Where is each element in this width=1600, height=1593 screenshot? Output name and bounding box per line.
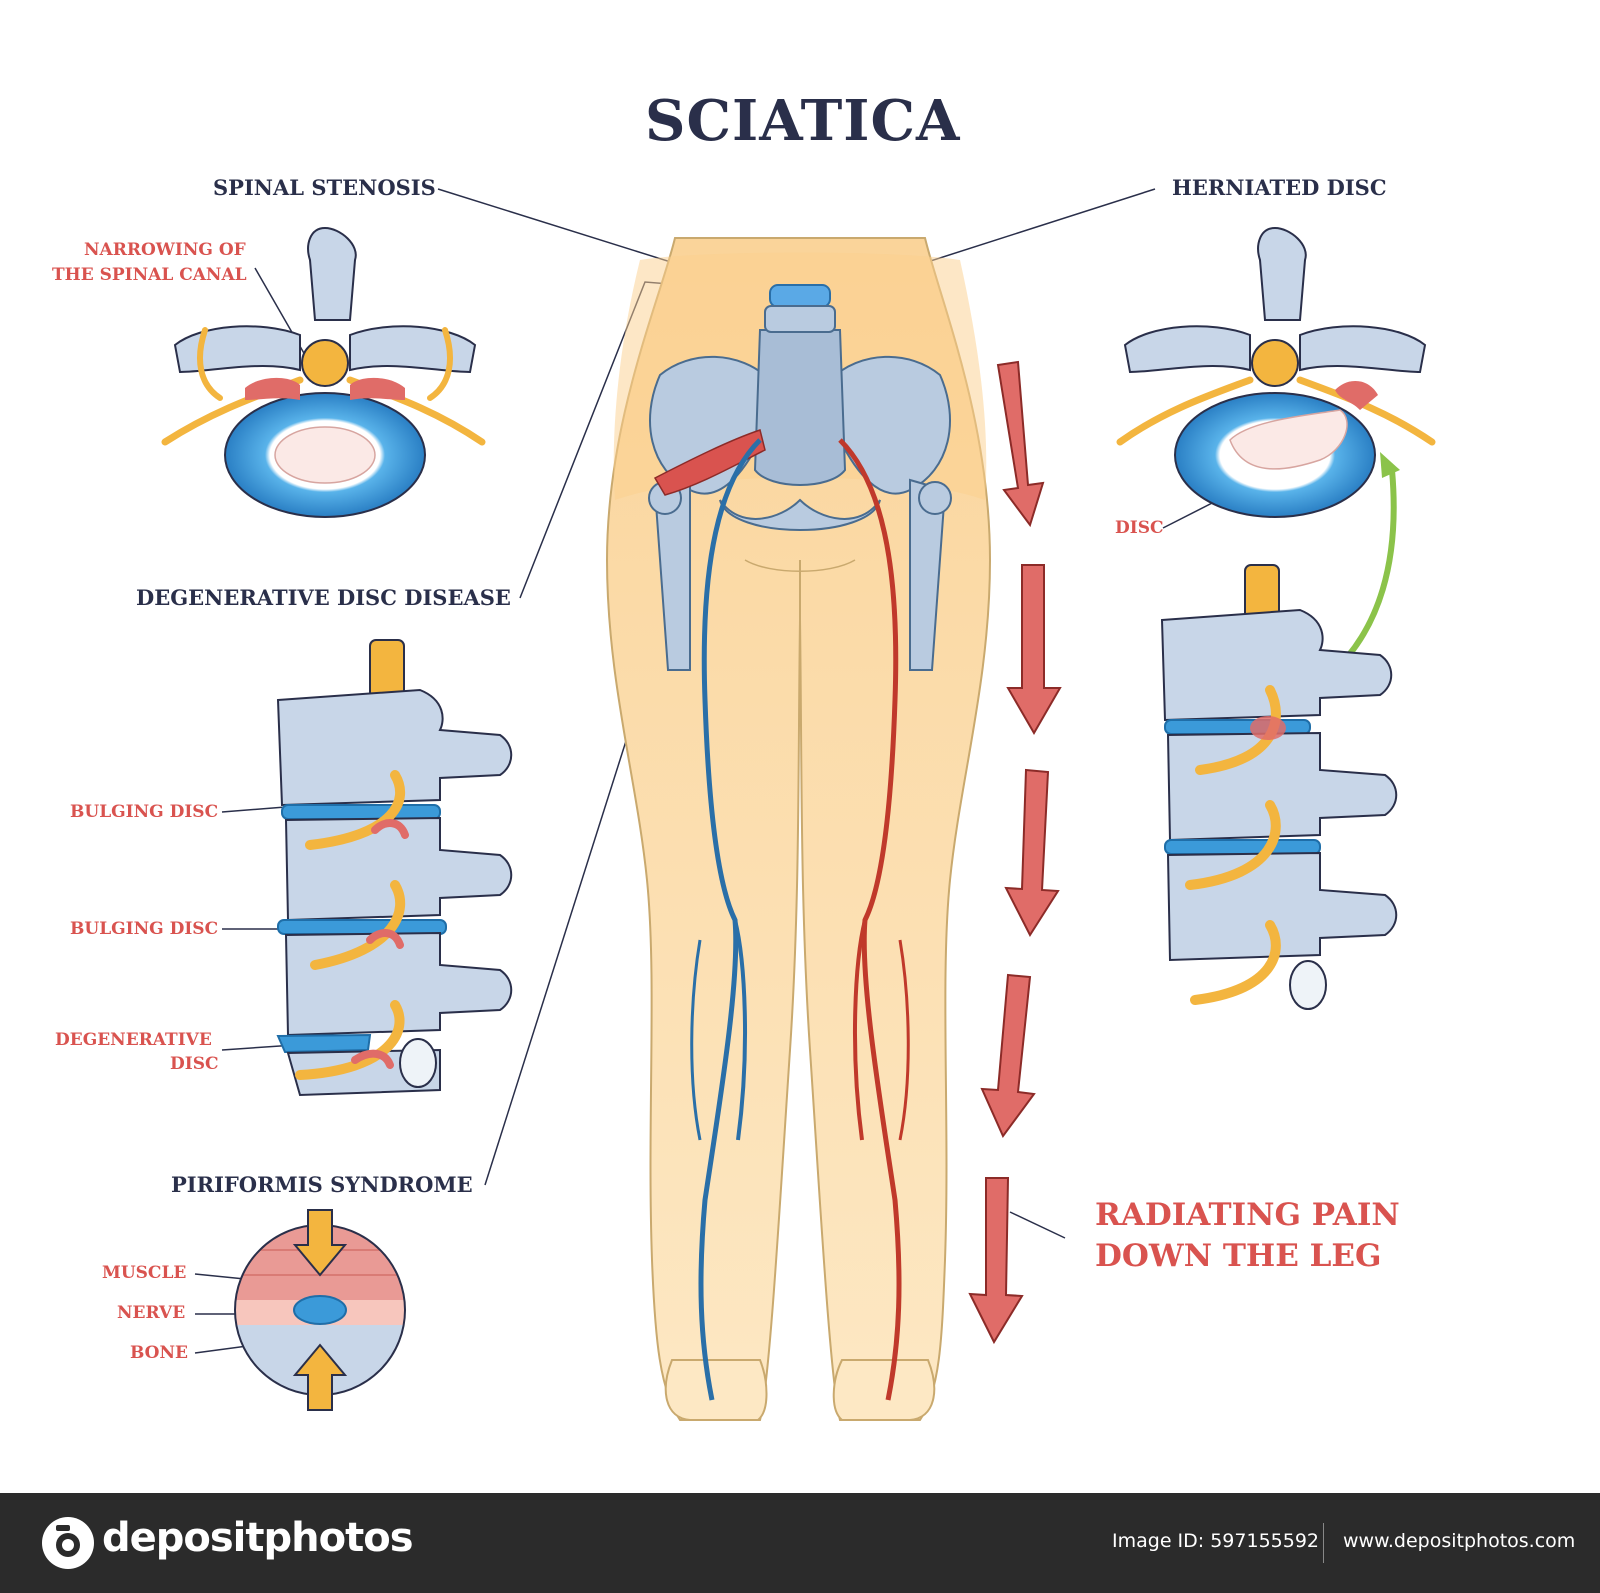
spinal-stenosis-vertebra [161, 226, 486, 518]
brand-name: depositphotos [102, 1515, 414, 1561]
footer-bar: depositphotos Image ID: 597155592 www.de… [0, 1493, 1600, 1593]
label-degenerative-disc-disease: DEGENERATIVE DISC DISEASE [136, 585, 511, 610]
down-arrow [292, 1209, 348, 1277]
page-title: SCIATICA [645, 88, 961, 154]
label-disc: DISC [1115, 518, 1164, 538]
camera-logo-icon [42, 1517, 94, 1569]
label-nerve: NERVE [117, 1303, 186, 1323]
label-narrowing-line1: NARROWING OF [84, 240, 246, 260]
label-narrowing-line2: THE SPINAL CANAL [52, 265, 247, 285]
piriformis-muscle [653, 429, 766, 496]
footer-divider [1323, 1523, 1324, 1563]
body-illustration [605, 237, 992, 1421]
label-degenerative-line1: DEGENERATIVE [55, 1030, 212, 1050]
piriformis-inset [234, 1209, 406, 1411]
label-degenerative-line2: DISC [170, 1054, 219, 1074]
herniated-disc-vertebra [1116, 226, 1436, 518]
radiating-pain-arrows [968, 360, 1062, 1345]
label-bulging-disc-1: BULGING DISC [70, 802, 219, 822]
label-bulging-disc-2: BULGING DISC [70, 919, 219, 939]
label-herniated-disc: HERNIATED DISC [1172, 175, 1387, 200]
label-radiating-line2: DOWN THE LEG [1095, 1238, 1382, 1274]
nerve-dot [293, 1295, 347, 1325]
label-piriformis-syndrome: PIRIFORMIS SYNDROME [171, 1172, 473, 1197]
label-spinal-stenosis: SPINAL STENOSIS [213, 175, 436, 200]
spinal-cord [301, 339, 349, 387]
label-radiating-line1: RADIATING PAIN [1095, 1197, 1400, 1233]
degenerative-spine [276, 639, 513, 1097]
up-arrow [292, 1343, 348, 1411]
label-muscle: MUSCLE [102, 1263, 187, 1283]
herniated-spine [1160, 564, 1398, 1010]
site-url: www.depositphotos.com [1343, 1530, 1576, 1552]
label-bone: BONE [130, 1343, 188, 1363]
image-id: Image ID: 597155592 [1112, 1530, 1320, 1552]
